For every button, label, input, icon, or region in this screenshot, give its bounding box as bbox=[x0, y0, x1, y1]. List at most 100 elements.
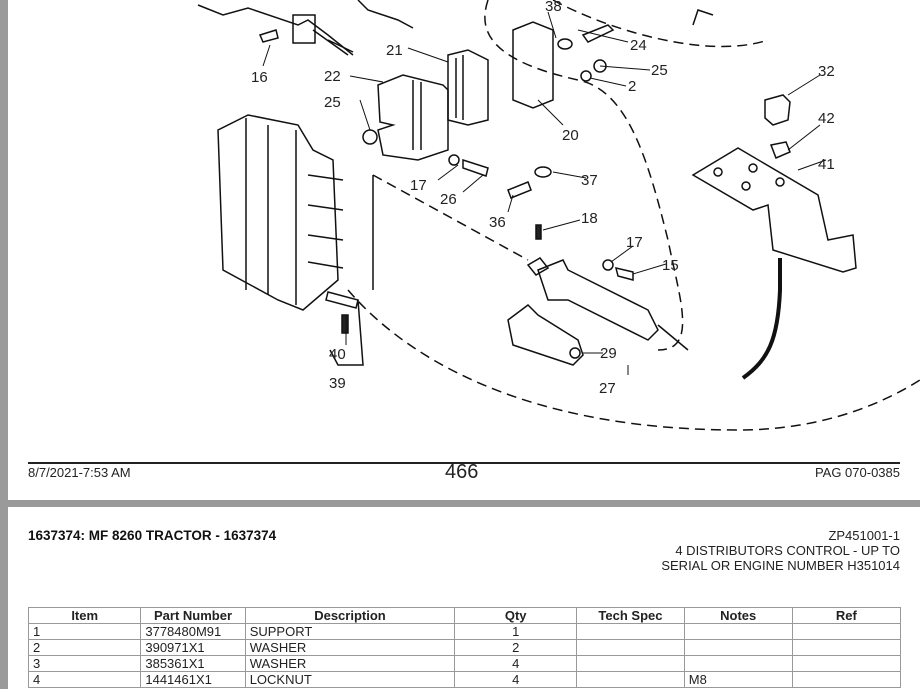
header-part-number: Part Number bbox=[140, 607, 246, 624]
callout-24: 24 bbox=[630, 37, 647, 54]
washer-17 bbox=[602, 259, 614, 271]
callout-37: 37 bbox=[581, 172, 598, 189]
exploded-parts-diagram: 38 16 21 24 22 25 2 25 32 20 42 17 26 37… bbox=[8, 0, 920, 455]
cell-notes bbox=[683, 623, 793, 640]
parts-list-page: 1637374: MF 8260 TRACTOR - 1637374 ZP451… bbox=[8, 507, 920, 689]
lever-top bbox=[692, 9, 714, 26]
cell-tech-spec bbox=[576, 639, 685, 656]
cell-description: WASHER bbox=[244, 639, 456, 656]
callout-15: 15 bbox=[662, 257, 679, 274]
cell-qty: 2 bbox=[454, 639, 578, 656]
bolt-36 bbox=[507, 181, 532, 199]
parts-table: Item Part Number Description Qty Tech Sp… bbox=[27, 607, 902, 688]
cell-notes bbox=[683, 655, 793, 672]
header-qty: Qty bbox=[454, 607, 578, 624]
distributor-valve-block bbox=[217, 114, 339, 311]
washer-2 bbox=[580, 70, 592, 82]
page-number: 466 bbox=[445, 461, 479, 483]
cylinder-27 bbox=[537, 259, 659, 341]
callout-2: 2 bbox=[628, 78, 636, 95]
callout-39: 39 bbox=[329, 375, 346, 392]
callout-25-right: 25 bbox=[651, 62, 668, 79]
block-21 bbox=[447, 49, 489, 126]
cell-item: 1 bbox=[27, 623, 142, 640]
header-description: Description bbox=[244, 607, 456, 624]
table-row: 1 3778480M91 SUPPORT 1 bbox=[27, 623, 902, 640]
cell-description: LOCKNUT bbox=[244, 671, 456, 688]
header-ref: Ref bbox=[791, 607, 902, 624]
header-tech-spec: Tech Spec bbox=[576, 607, 685, 624]
control-tube bbox=[741, 258, 782, 380]
callout-16: 16 bbox=[251, 69, 268, 86]
table-row: 3 385361X1 WASHER 4 bbox=[27, 655, 902, 672]
nut-42 bbox=[769, 141, 791, 159]
cell-description: WASHER bbox=[244, 655, 456, 672]
header-item: Item bbox=[27, 607, 142, 624]
cell-item: 3 bbox=[27, 655, 142, 672]
table-row: 2 390971X1 WASHER 2 bbox=[27, 639, 902, 656]
block-20 bbox=[512, 21, 554, 109]
clamp-block bbox=[292, 14, 316, 44]
cell-notes: M8 bbox=[683, 671, 793, 688]
mounting-bracket-41 bbox=[691, 147, 857, 273]
callout-22: 22 bbox=[324, 68, 341, 85]
diagram-page: 38 16 21 24 22 25 2 25 32 20 42 17 26 37… bbox=[8, 0, 920, 500]
control-cable-dashed bbox=[484, 0, 684, 351]
bolt-15 bbox=[614, 266, 634, 281]
cell-item: 4 bbox=[27, 671, 142, 688]
callout-41: 41 bbox=[818, 156, 835, 173]
cell-qty: 4 bbox=[454, 671, 578, 688]
page-reference: PAG 070-0385 bbox=[814, 465, 900, 480]
section-description-line1: 4 DISTRIBUTORS CONTROL - UP TO bbox=[675, 543, 900, 558]
callout-17-top: 17 bbox=[410, 177, 427, 194]
parts-diagram-svg: 38 16 21 24 22 25 2 25 32 20 42 17 26 37… bbox=[197, 0, 920, 431]
callout-26: 26 bbox=[440, 191, 457, 208]
sleeve-29 bbox=[507, 304, 584, 366]
callout-18: 18 bbox=[581, 210, 598, 227]
cell-qty: 4 bbox=[454, 655, 578, 672]
cell-notes bbox=[683, 639, 793, 656]
print-date: 8/7/2021-7:53 AM bbox=[28, 465, 131, 480]
table-row: 4 1441461X1 LOCKNUT 4 M8 bbox=[27, 671, 902, 688]
spool-39 bbox=[325, 291, 359, 309]
cell-tech-spec bbox=[576, 623, 685, 640]
section-description-line2: SERIAL OR ENGINE NUMBER H351014 bbox=[661, 558, 900, 573]
callout-42: 42 bbox=[818, 110, 835, 127]
callout-17-bottom: 17 bbox=[626, 234, 643, 251]
cell-tech-spec bbox=[576, 655, 685, 672]
callout-20: 20 bbox=[562, 127, 579, 144]
model-title: 1637374: MF 8260 TRACTOR - 1637374 bbox=[28, 528, 277, 543]
bolt-24 bbox=[581, 24, 615, 43]
cell-ref bbox=[791, 671, 902, 688]
cell-qty: 1 bbox=[454, 623, 578, 640]
bracket-22 bbox=[377, 74, 449, 161]
callout-25-left: 25 bbox=[324, 94, 341, 111]
callout-21: 21 bbox=[386, 42, 403, 59]
callout-29: 29 bbox=[600, 345, 617, 362]
knob-32 bbox=[764, 94, 791, 126]
bolt-16-shape bbox=[258, 29, 279, 43]
footer-divider bbox=[28, 462, 900, 464]
callout-36: 36 bbox=[489, 214, 506, 231]
cell-description: SUPPORT bbox=[244, 623, 456, 640]
cell-part-number: 390971X1 bbox=[140, 639, 246, 656]
washer-17-top bbox=[448, 154, 460, 166]
header-notes: Notes bbox=[683, 607, 793, 624]
clevis bbox=[526, 257, 550, 276]
pin-18 bbox=[535, 224, 542, 240]
cell-part-number: 3778480M91 bbox=[140, 623, 246, 640]
cell-part-number: 385361X1 bbox=[140, 655, 246, 672]
pin-40 bbox=[341, 314, 349, 334]
cell-ref bbox=[791, 655, 902, 672]
section-code: ZP451001-1 bbox=[828, 528, 900, 543]
cable-assembly-left bbox=[197, 4, 354, 56]
cell-item: 2 bbox=[27, 639, 142, 656]
table-header-row: Item Part Number Description Qty Tech Sp… bbox=[27, 607, 902, 624]
cable-assembly-right bbox=[357, 0, 414, 29]
cell-tech-spec bbox=[576, 671, 685, 688]
callout-27: 27 bbox=[599, 380, 616, 397]
callout-40: 40 bbox=[329, 346, 346, 363]
cell-part-number: 1441461X1 bbox=[140, 671, 246, 688]
callout-32: 32 bbox=[818, 63, 835, 80]
sleeve-37 bbox=[534, 166, 552, 178]
